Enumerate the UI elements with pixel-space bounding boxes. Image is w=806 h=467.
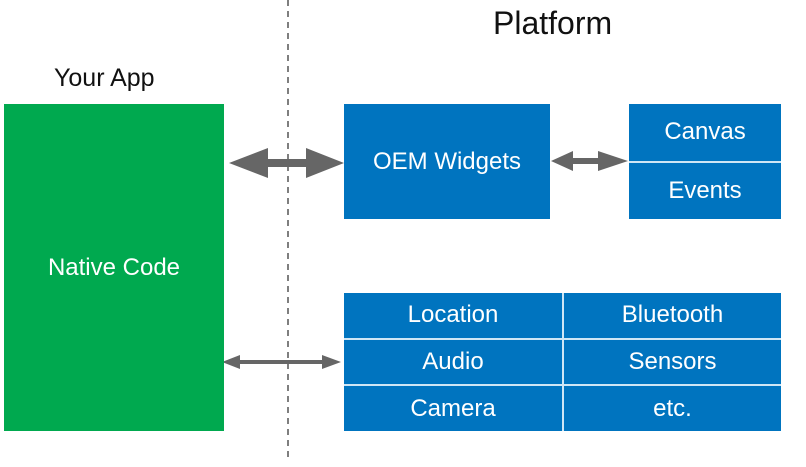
oem-widgets-box: OEM Widgets [344,104,550,219]
arrow-native-to-services [222,355,341,369]
canvas-cell: Canvas [629,104,781,161]
canvas-events-box: Canvas Events [629,104,781,219]
platform-title: Platform [493,5,613,41]
service-audio: Audio [344,339,562,385]
arrow-native-to-oem [229,148,344,178]
arrow-oem-to-canvas [551,151,628,171]
events-cell: Events [629,160,781,219]
service-sensors: Sensors [564,339,781,385]
oem-widgets-label: OEM Widgets [372,147,522,175]
service-bluetooth: Bluetooth [564,293,781,338]
service-location: Location [344,293,562,338]
native-code-box: Native Code [4,104,224,431]
service-etc: etc. [564,386,781,431]
service-camera: Camera [344,386,562,431]
native-code-label: Native Code [47,253,181,281]
platform-services-grid: Location Bluetooth Audio Sensors Camera … [344,293,781,431]
your-app-title: Your App [54,64,155,92]
